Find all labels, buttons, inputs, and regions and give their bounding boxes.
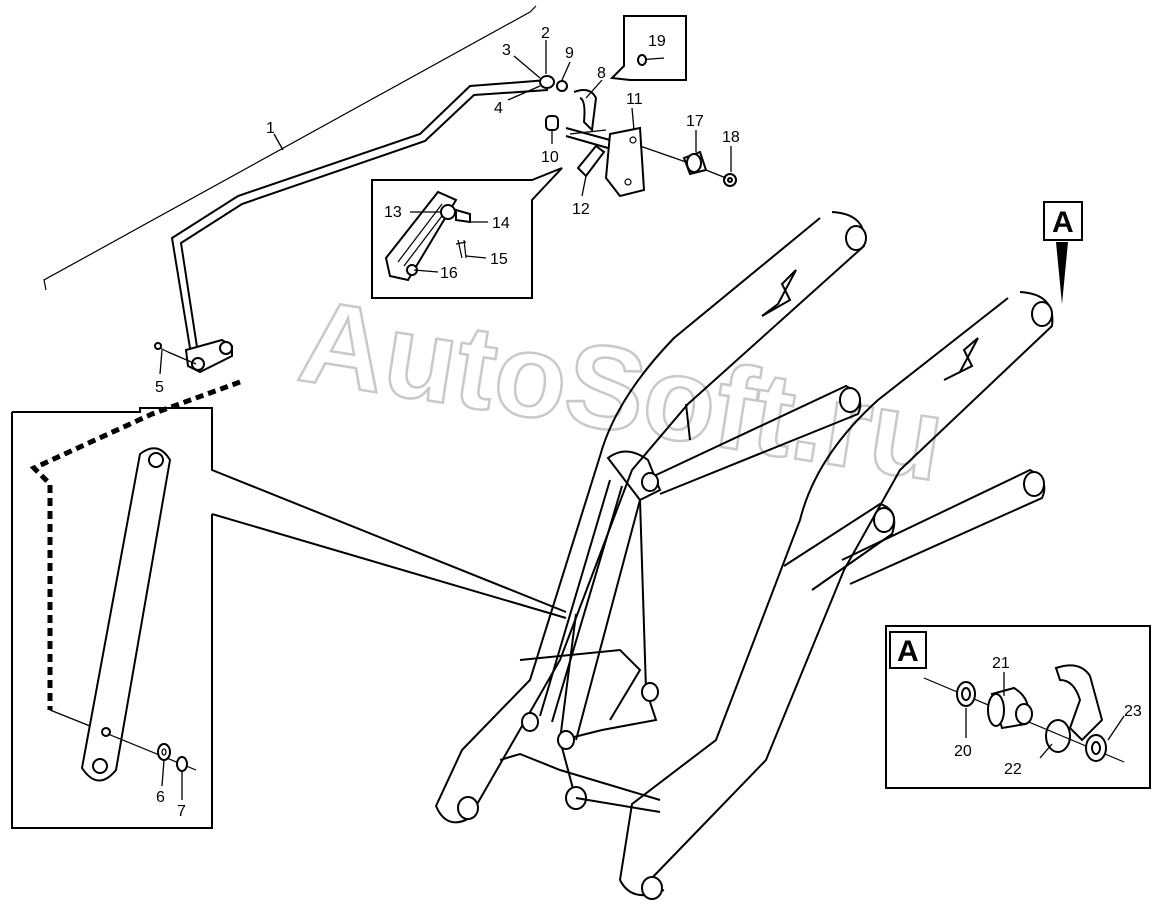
callout-20: 20 [954, 743, 972, 760]
group-line-part-1 [43, 5, 537, 291]
callout-15: 15 [490, 251, 508, 268]
callout-22: 22 [1004, 761, 1022, 778]
callout-17: 17 [686, 113, 704, 130]
callout-labels: 1 2 3 4 5 6 7 8 9 10 11 12 13 14 15 16 1… [155, 25, 1142, 820]
callout-2: 2 [541, 25, 550, 42]
detail-box-a: A [885, 625, 1151, 789]
callout-9: 9 [565, 45, 574, 62]
loader-frame [434, 211, 1054, 900]
detail-box-parts-13-16 [371, 167, 563, 299]
callout-6: 6 [156, 789, 165, 806]
callout-21: 21 [992, 655, 1010, 672]
callout-3: 3 [502, 42, 511, 59]
callout-7: 7 [177, 803, 186, 820]
view-marker-a: A [1043, 201, 1083, 304]
callout-18: 18 [722, 129, 740, 146]
view-marker-label: A [1052, 206, 1074, 239]
callout-1: 1 [266, 120, 275, 137]
callout-8: 8 [597, 65, 606, 82]
callout-13: 13 [384, 204, 402, 221]
detail-frame-link [11, 379, 567, 829]
rod-part-1 [170, 79, 549, 374]
small-parts-top [154, 75, 737, 353]
callout-5: 5 [155, 379, 164, 396]
callout-16: 16 [440, 265, 458, 282]
callout-14: 14 [492, 215, 510, 232]
callout-19: 19 [648, 33, 666, 50]
detail-box-part-19 [609, 15, 687, 81]
callout-10: 10 [541, 149, 559, 166]
callout-11: 11 [626, 91, 643, 108]
detail-box-label: A [897, 635, 919, 668]
callout-4: 4 [494, 100, 503, 117]
callout-23: 23 [1124, 703, 1142, 720]
callout-12: 12 [572, 201, 590, 218]
leader-lines [159, 40, 732, 375]
